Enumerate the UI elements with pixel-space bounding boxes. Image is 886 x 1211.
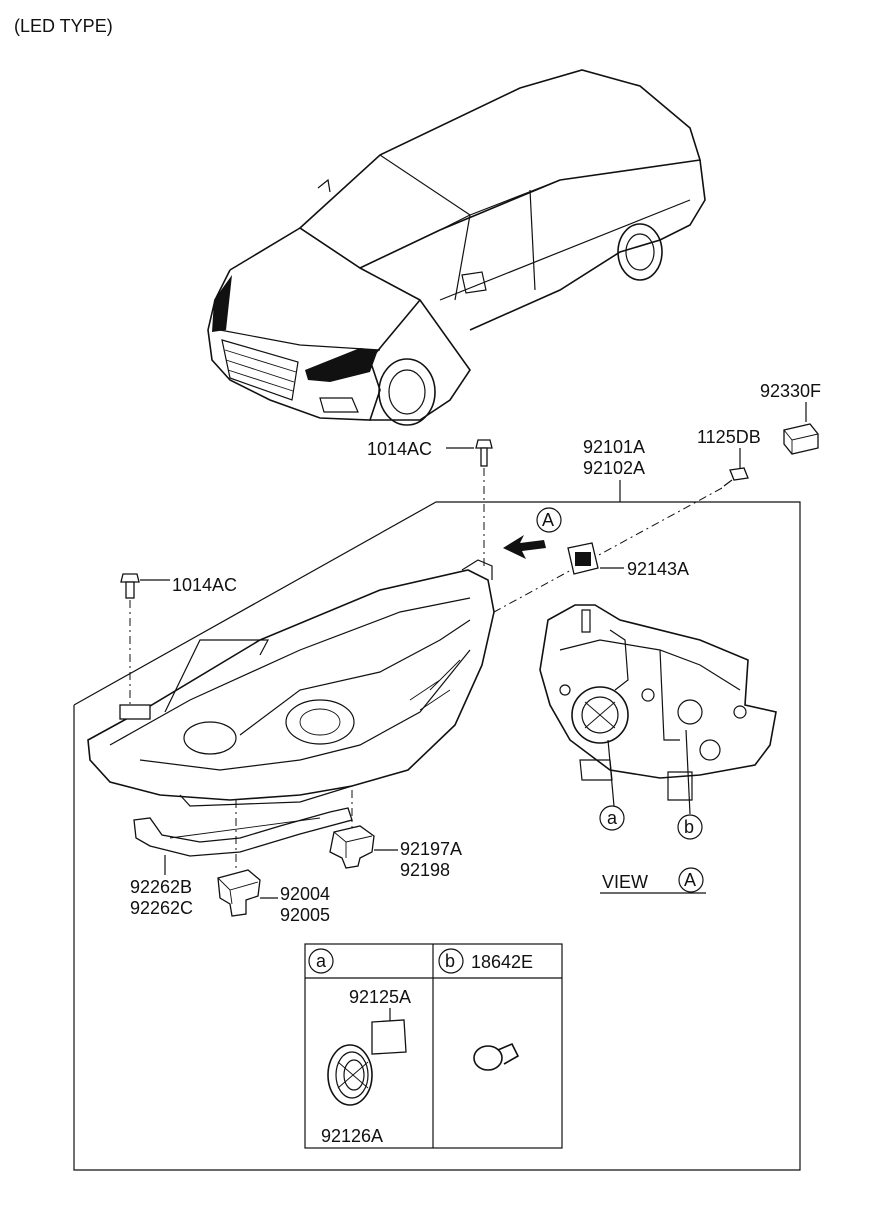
part-label-actuator-1: 92004 xyxy=(280,884,330,904)
cap-icon xyxy=(567,542,599,575)
grommet-icon xyxy=(327,1044,373,1106)
callout-a-view: a xyxy=(607,808,618,828)
callout-A-top: A xyxy=(542,510,554,530)
gasket-icon xyxy=(371,1019,407,1055)
rear-housing-view xyxy=(539,604,777,801)
part-label-bracket-low-1: 92262B xyxy=(130,877,192,897)
part-label-bolt-top: 1014AC xyxy=(367,439,432,459)
part-label-table-a-1: 92125A xyxy=(349,987,411,1007)
callout-a-table: a xyxy=(316,951,327,971)
screw-icon xyxy=(723,467,749,487)
callout-b-view: b xyxy=(684,817,694,837)
headlamp-assembly xyxy=(87,559,495,807)
direction-arrow-icon xyxy=(503,535,546,559)
part-label-actuator-2: 92005 xyxy=(280,905,330,925)
part-label-cap: 92143A xyxy=(627,559,689,579)
part-label-table-a-2: 92126A xyxy=(321,1126,383,1146)
part-label-table-b: 18642E xyxy=(471,952,533,972)
part-label-bracket-right-2: 92198 xyxy=(400,860,450,880)
bolt-icon xyxy=(475,439,493,467)
assembly-frame xyxy=(73,501,801,1171)
variant-title: (LED TYPE) xyxy=(14,16,113,36)
callout-b-table: b xyxy=(445,951,455,971)
bulb-icon xyxy=(473,1042,520,1071)
car-illustration xyxy=(207,69,706,426)
part-label-assembly-1: 92101A xyxy=(583,437,645,457)
actuator-icon xyxy=(217,869,261,917)
bracket-lower xyxy=(133,807,353,857)
part-label-connector: 92330F xyxy=(760,381,821,401)
part-label-bolt-left: 1014AC xyxy=(172,575,237,595)
part-label-bracket-right-1: 92197A xyxy=(400,839,462,859)
bolt-icon xyxy=(120,573,140,599)
view-label: VIEW xyxy=(602,872,648,892)
part-label-screw: 1125DB xyxy=(697,427,761,447)
part-label-assembly-2: 92102A xyxy=(583,458,645,478)
view-marker: A xyxy=(684,870,696,890)
parts-table xyxy=(304,943,563,1149)
part-label-bracket-low-2: 92262C xyxy=(130,898,193,918)
bracket-right xyxy=(329,825,375,869)
connector-icon xyxy=(783,423,819,455)
